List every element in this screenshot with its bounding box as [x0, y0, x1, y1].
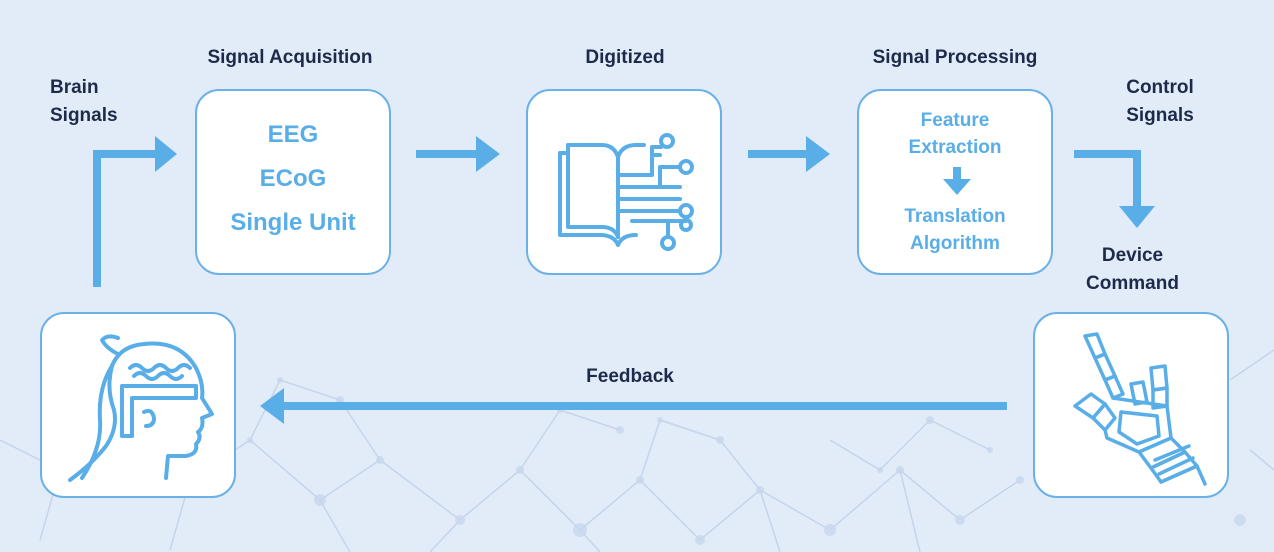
digitized-label: Digitized: [585, 47, 665, 68]
translation-line-2: Algorithm: [910, 233, 1000, 254]
control-signals-arrow: [1074, 150, 1141, 210]
device-command-line-2: Command: [1086, 273, 1179, 294]
control-signals-label: Control Signals: [1110, 74, 1210, 130]
control-signals-line-2: Signals: [1126, 105, 1194, 126]
device-box: [1033, 312, 1229, 498]
device-command-label: Device Command: [1070, 242, 1195, 298]
single-unit-text: Single Unit: [230, 209, 356, 236]
translation-algorithm-text: Translation Algorithm: [859, 203, 1051, 257]
signal-acquisition-box: EEG ECoG Single Unit: [195, 89, 391, 275]
translation-line-1: Translation: [904, 206, 1006, 227]
brain-signals-line-1: Brain: [50, 77, 99, 98]
digitized-box: [526, 89, 722, 275]
signal-acquisition-label: Signal Acquisition: [207, 47, 373, 68]
feature-line-1: Feature: [920, 110, 990, 131]
signal-processing-label: Signal Processing: [872, 47, 1038, 68]
device-command-line-1: Device: [1101, 245, 1164, 266]
book-circuit-icon: [558, 133, 694, 251]
feedback-label: Feedback: [586, 366, 674, 387]
brain-signals-arrow: [93, 150, 157, 287]
down-arrow-icon: [943, 167, 971, 195]
control-signals-line-1: Control: [1126, 77, 1194, 98]
brain-signals-label: Brain Signals: [50, 74, 118, 130]
ecog-text: ECoG: [259, 165, 327, 192]
eeg-text: EEG: [267, 121, 319, 148]
signal-processing-box: Feature Extraction Translation Algorithm: [857, 89, 1053, 275]
feature-line-2: Extraction: [908, 137, 1002, 158]
head-box: [40, 312, 236, 498]
brain-signals-line-2: Signals: [50, 105, 118, 126]
human-head-icon: [68, 334, 214, 482]
feature-extraction-text: Feature Extraction: [859, 107, 1051, 161]
robotic-hand-icon: [1073, 332, 1207, 486]
